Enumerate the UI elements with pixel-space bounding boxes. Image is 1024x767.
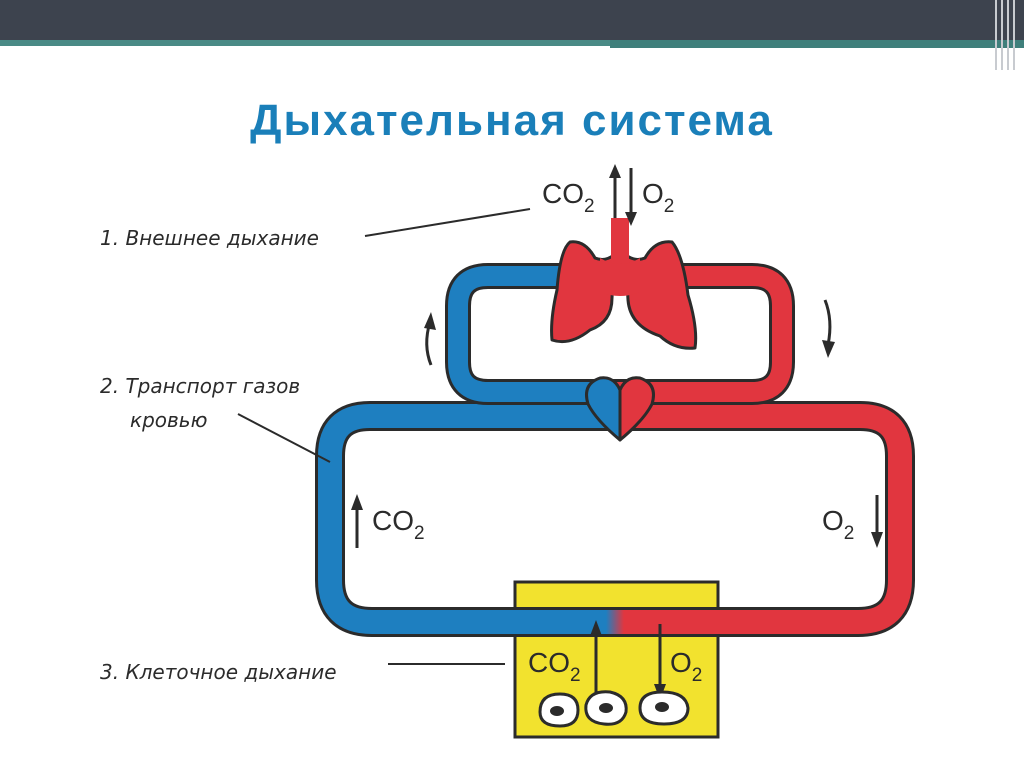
pointer-line-external	[364, 208, 531, 237]
slide-title: Дыхательная система	[250, 96, 774, 145]
pulmonary-flow-arrows	[424, 299, 835, 366]
o2-arterial-label: O2	[822, 505, 854, 544]
label-gas-transport-line2: кровью	[130, 408, 208, 432]
systemic-circulation	[315, 401, 915, 637]
top-accent-stripe-right	[610, 40, 1024, 48]
label-gas-transport: 2. Транспорт газов	[100, 374, 301, 398]
corner-decoration	[985, 0, 1024, 75]
tissue-cells	[538, 690, 690, 728]
heart-icon	[585, 376, 655, 442]
co2-lungs-label: CO2	[542, 178, 595, 217]
cell-1-nucleus	[550, 706, 564, 716]
pointer-line-transport	[237, 413, 331, 463]
co2-tissue-label: CO2	[528, 647, 581, 686]
label-cellular-respiration: 3. Клеточное дыхание	[100, 660, 337, 684]
o2-tissue-label: O2	[670, 647, 702, 686]
top-accent-stripe	[0, 40, 610, 46]
pulmonary-circulation	[445, 263, 795, 405]
cell-3-nucleus	[655, 702, 669, 712]
label-external-respiration: 1. Внешнее дыхание	[100, 226, 319, 250]
lungs-icon	[550, 218, 698, 350]
o2-lungs-label: O2	[642, 178, 674, 217]
top-bar	[0, 0, 1024, 40]
lung-gas-arrows	[609, 164, 637, 226]
co2-venous-label: CO2	[372, 505, 425, 544]
cell-2-nucleus	[599, 703, 613, 713]
systemic-flow-arrows	[351, 494, 883, 548]
